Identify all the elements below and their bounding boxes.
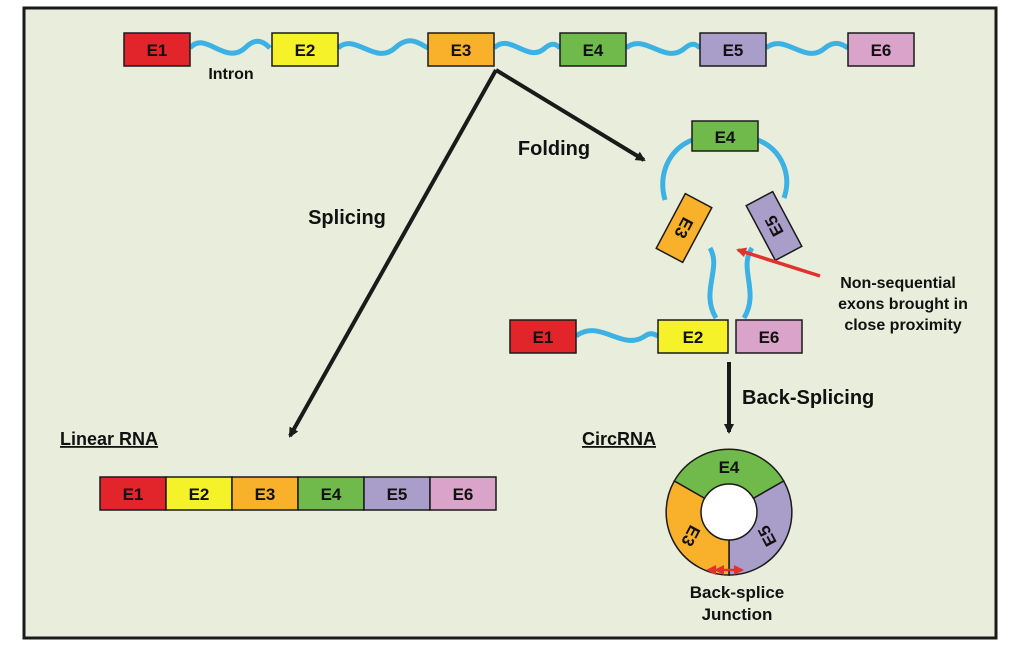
splicing-label: Splicing [308, 207, 386, 229]
intron-stem-left [707, 246, 719, 320]
intron-wave [574, 328, 660, 343]
intron-wave [188, 38, 272, 56]
exon-label: E4 [583, 41, 604, 60]
intron-wave [764, 40, 850, 56]
exon-label: E2 [189, 485, 210, 504]
circ-label-e4: E4 [719, 458, 740, 477]
intron-label: Intron [208, 66, 253, 83]
folded-rna: E4 E3 E5 E1 E2 E6 [509, 120, 803, 354]
exon-e5: E5 [699, 32, 767, 67]
folded-exon-e4: E4 [691, 120, 759, 152]
intron-loop-left [660, 137, 694, 201]
junction-label: Back-splice Junction [690, 583, 785, 624]
exon-label: E4 [715, 128, 736, 147]
exon-label: E5 [723, 41, 744, 60]
circ-center-hole [700, 483, 758, 541]
linear-exon-e2: E2 [165, 476, 233, 511]
intron-wave [336, 38, 430, 56]
junction-line-2: Junction [702, 605, 773, 624]
exon-e4: E4 [559, 32, 627, 67]
linear-exon-e4: E4 [297, 476, 365, 511]
splicing-arrow [288, 69, 498, 438]
back-splicing-label: Back-Splicing [742, 387, 874, 409]
exon-e6: E6 [847, 32, 915, 67]
linear-exon-e6: E6 [429, 476, 497, 511]
linear-rna-title: Linear RNA [60, 429, 158, 449]
linear-exon-e3: E3 [231, 476, 299, 511]
exon-label: E1 [147, 41, 168, 60]
folded-exon-e2: E2 [657, 319, 729, 354]
exon-label: E3 [255, 485, 276, 504]
pre-mrna: E1 E2 E3 E4 E5 E6 Intron [123, 32, 915, 83]
linear-exon-e1: E1 [99, 476, 167, 511]
linear-exon-e5: E5 [363, 476, 431, 511]
junction-line-1: Back-splice [690, 583, 785, 602]
intron-wave [492, 40, 562, 56]
folded-exon-e6: E6 [735, 319, 803, 354]
exon-e1: E1 [123, 32, 191, 67]
folded-exon-e1: E1 [509, 319, 577, 354]
exon-e2: E2 [271, 32, 339, 67]
folding-arrow [494, 68, 646, 162]
circ-rna: E4 E3 E5 [665, 448, 793, 576]
exon-label: E2 [295, 41, 316, 60]
exon-e3: E3 [427, 32, 495, 67]
proximity-note: Non-sequential exons brought in close pr… [838, 275, 968, 334]
junction-arrow-left-head [706, 565, 716, 575]
linear-rna: E1 E2 E3 E4 E5 E6 [99, 476, 497, 511]
exon-label: E6 [759, 328, 780, 347]
exon-label: E5 [387, 485, 408, 504]
circ-rna-title: CircRNA [582, 429, 656, 449]
exon-label: E6 [871, 41, 892, 60]
folding-label: Folding [518, 138, 590, 160]
exon-label: E2 [683, 328, 704, 347]
intron-wave [624, 41, 702, 56]
folded-exon-e3: E3 [655, 192, 713, 264]
exon-label: E1 [533, 328, 554, 347]
intron-loop-right [756, 137, 790, 199]
proximity-line-3: close proximity [844, 317, 961, 334]
proximity-arrow [736, 247, 821, 278]
exon-label: E4 [321, 485, 342, 504]
proximity-line-2: exons brought in [838, 296, 968, 313]
exon-label: E1 [123, 485, 144, 504]
folded-exon-e5: E5 [745, 190, 803, 262]
proximity-line-1: Non-sequential [840, 275, 956, 292]
exon-label: E6 [453, 485, 474, 504]
exon-label: E3 [451, 41, 472, 60]
